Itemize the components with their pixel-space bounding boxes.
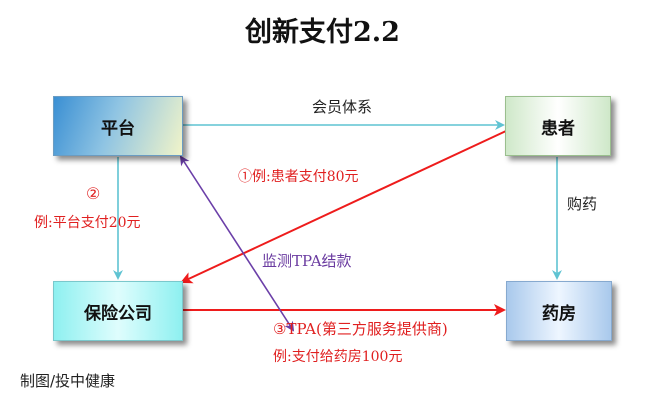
label-tpa: ③TPA(第三方服务提供商) bbox=[273, 320, 448, 338]
node-insurer: 保险公司 bbox=[53, 281, 183, 341]
node-platform: 平台 bbox=[53, 96, 183, 156]
credit-text: 制图/投中健康 bbox=[20, 372, 116, 390]
label-buy-medicine: 购药 bbox=[567, 195, 598, 213]
label-pay-pharmacy: 例:支付给药房100元 bbox=[273, 349, 403, 365]
label-platform-pays: 例:平台支付20元 bbox=[34, 215, 141, 231]
label-membership: 会员体系 bbox=[312, 98, 373, 116]
diagram-title: 创新支付2.2 bbox=[245, 17, 400, 48]
label-patient-pays: ①例:患者支付80元 bbox=[238, 169, 359, 185]
node-patient: 患者 bbox=[505, 96, 611, 156]
label-monitor-tpa: 监测TPA结款 bbox=[262, 252, 352, 270]
node-pharmacy: 药房 bbox=[506, 281, 612, 341]
label-step2-marker: ② bbox=[86, 184, 101, 203]
arrow-platform-tpa-monitor bbox=[179, 155, 295, 332]
